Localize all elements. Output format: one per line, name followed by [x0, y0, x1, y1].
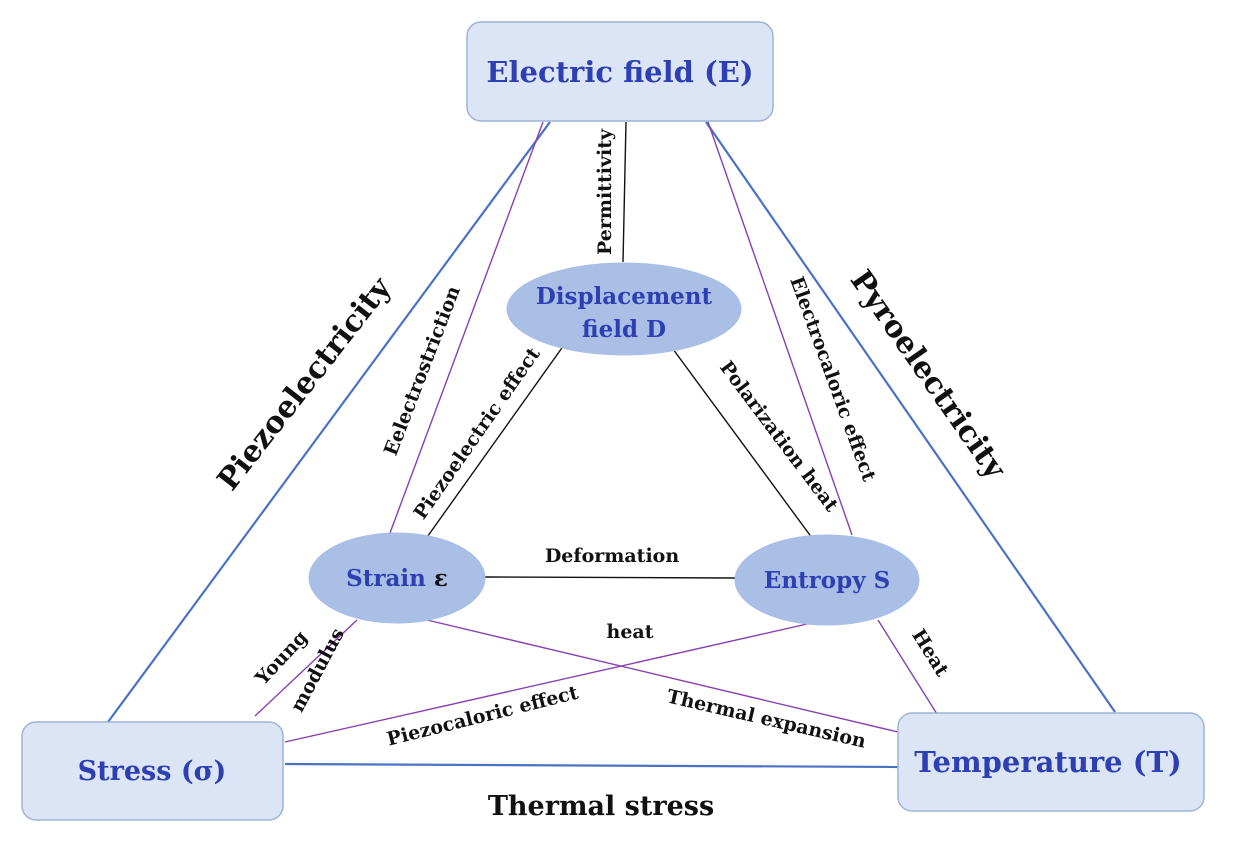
edge-deformation [484, 576, 736, 579]
edge-electrocaloric [707, 121, 853, 536]
label-electrostriction: Eelectrostriction [380, 283, 465, 459]
edge-thermal-expansion [426, 619, 899, 733]
label-piezocaloric: Piezocaloric effect [385, 682, 581, 751]
edge-piezoelectric-effect [424, 344, 565, 541]
node-electric-field [466, 21, 774, 122]
label-deformation: Deformation [545, 545, 680, 567]
node-displacement-field [506, 262, 742, 356]
edge-permittivity [622, 121, 627, 263]
node-stress [21, 721, 284, 821]
label-heat-lower: heat [607, 621, 654, 643]
node-strain [308, 532, 486, 624]
edge-piezoelectricity [107, 121, 551, 723]
node-stress-label: Stress (σ) [78, 756, 227, 787]
node-strain-word: Strain [346, 565, 426, 592]
node-entropy [734, 534, 920, 626]
edge-piezocaloric [284, 616, 839, 743]
edge-polarization-heat [669, 344, 816, 543]
label-heat-right: Heat [907, 625, 953, 680]
node-temperature [897, 712, 1205, 812]
label-thermal-stress: Thermal stress [488, 791, 714, 822]
label-permittivity: Permittivity [594, 128, 616, 255]
edge-young-modulus [254, 619, 358, 717]
edge-pyroelectricity [705, 121, 1116, 713]
node-displacement-label-line2: field D [582, 316, 666, 343]
edge-thermal-stress [284, 762, 899, 769]
node-temperature-label: Temperature (T) [914, 745, 1182, 779]
edge-heat-right [877, 619, 938, 715]
node-strain-label: Strain ε [346, 565, 448, 592]
label-thermal-expansion: Thermal expansion [665, 686, 868, 753]
node-strain-symbol: ε [434, 565, 448, 592]
edge-electrostriction [389, 121, 544, 534]
node-electric-field-label: Electric field (E) [486, 55, 753, 89]
label-piezoelectricity: Piezoelectricity [211, 270, 400, 498]
node-displacement-label-line1: Displacement [536, 283, 713, 310]
node-entropy-label: Entropy S [764, 567, 890, 594]
